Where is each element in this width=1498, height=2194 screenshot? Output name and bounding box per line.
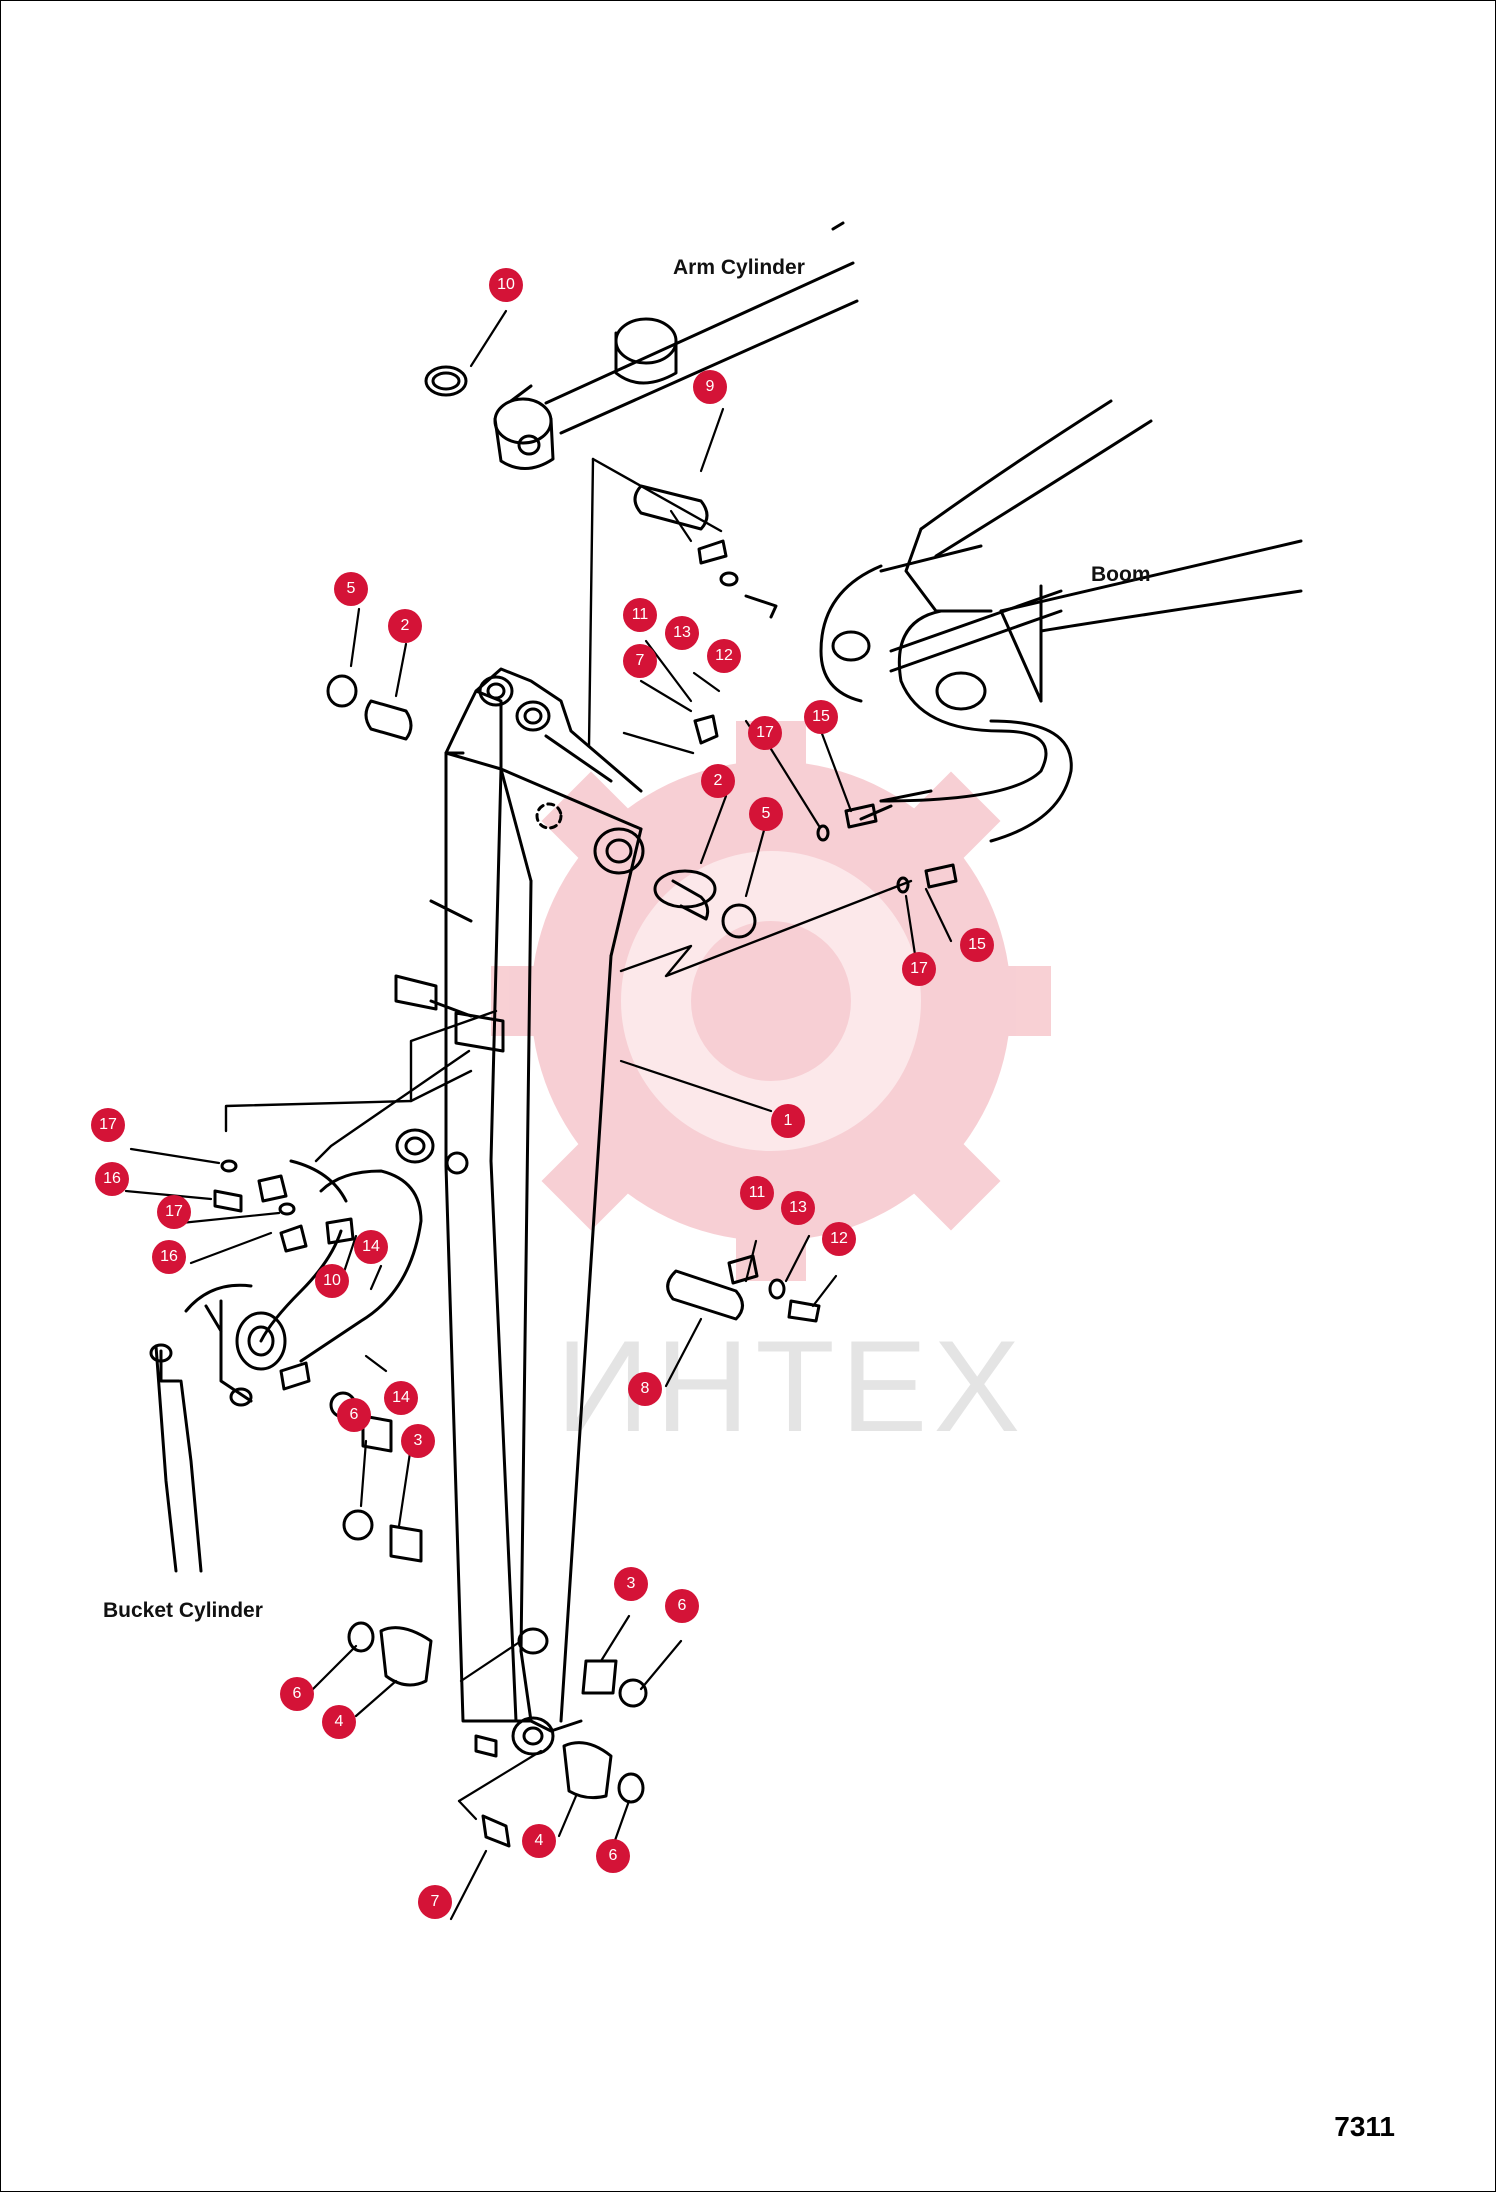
part-callout[interactable]: 12 — [822, 1222, 856, 1256]
part-callout[interactable]: 6 — [280, 1677, 314, 1711]
part-callout[interactable]: 7 — [623, 644, 657, 678]
part-callout[interactable]: 4 — [522, 1824, 556, 1858]
part-callout[interactable]: 3 — [614, 1567, 648, 1601]
part-callout[interactable]: 8 — [628, 1372, 662, 1406]
part-callout[interactable]: 5 — [334, 572, 368, 606]
part-callout[interactable]: 13 — [665, 616, 699, 650]
part-callout[interactable]: 17 — [91, 1108, 125, 1142]
hose-lines — [259, 564, 1073, 1363]
part-callout[interactable]: 11 — [623, 598, 657, 632]
part-callout[interactable]: 4 — [322, 1705, 356, 1739]
page-number: 7311 — [1334, 2111, 1395, 2142]
arm-main-body — [429, 667, 643, 1733]
fitting-parts — [213, 539, 958, 1848]
part-callout[interactable]: 15 — [804, 700, 838, 734]
part-callout[interactable]: 12 — [707, 639, 741, 673]
part-callout[interactable]: 3 — [401, 1424, 435, 1458]
arm-cylinder-drawing — [493, 221, 859, 470]
part-callout[interactable]: 2 — [388, 609, 422, 643]
part-callout[interactable]: 11 — [740, 1176, 774, 1210]
part-callout[interactable]: 2 — [701, 764, 735, 798]
watermark-gear-icon — [491, 721, 1051, 1281]
pointer-lines — [224, 457, 913, 1163]
part-callout[interactable]: 13 — [781, 1191, 815, 1225]
boom-drawing — [831, 399, 1303, 711]
part-callout[interactable]: 1 — [771, 1104, 805, 1138]
part-callout[interactable]: 17 — [748, 716, 782, 750]
arm-cylinder-label: Arm Cylinder — [673, 256, 805, 279]
part-callout[interactable]: 10 — [315, 1264, 349, 1298]
part-callout[interactable]: 6 — [596, 1839, 630, 1873]
part-callout[interactable]: 14 — [384, 1381, 418, 1415]
part-callout[interactable]: 7 — [418, 1885, 452, 1919]
part-callout[interactable]: 14 — [354, 1230, 388, 1264]
part-callout[interactable]: 17 — [157, 1195, 191, 1229]
part-callout[interactable]: 9 — [693, 370, 727, 404]
part-callout[interactable]: 5 — [749, 797, 783, 831]
boom-label: Boom — [1091, 563, 1151, 586]
bucket-cylinder-label: Bucket Cylinder — [103, 1599, 263, 1622]
part-callout[interactable]: 15 — [960, 928, 994, 962]
pin-parts — [326, 365, 757, 1804]
part-callout[interactable]: 6 — [665, 1589, 699, 1623]
part-callout[interactable]: 16 — [152, 1240, 186, 1274]
part-callout[interactable]: 6 — [337, 1398, 371, 1432]
part-callout[interactable]: 17 — [902, 952, 936, 986]
bucket-cylinder-drawing — [149, 1283, 287, 1573]
part-callout[interactable]: 16 — [95, 1162, 129, 1196]
part-callout[interactable]: 10 — [489, 268, 523, 302]
